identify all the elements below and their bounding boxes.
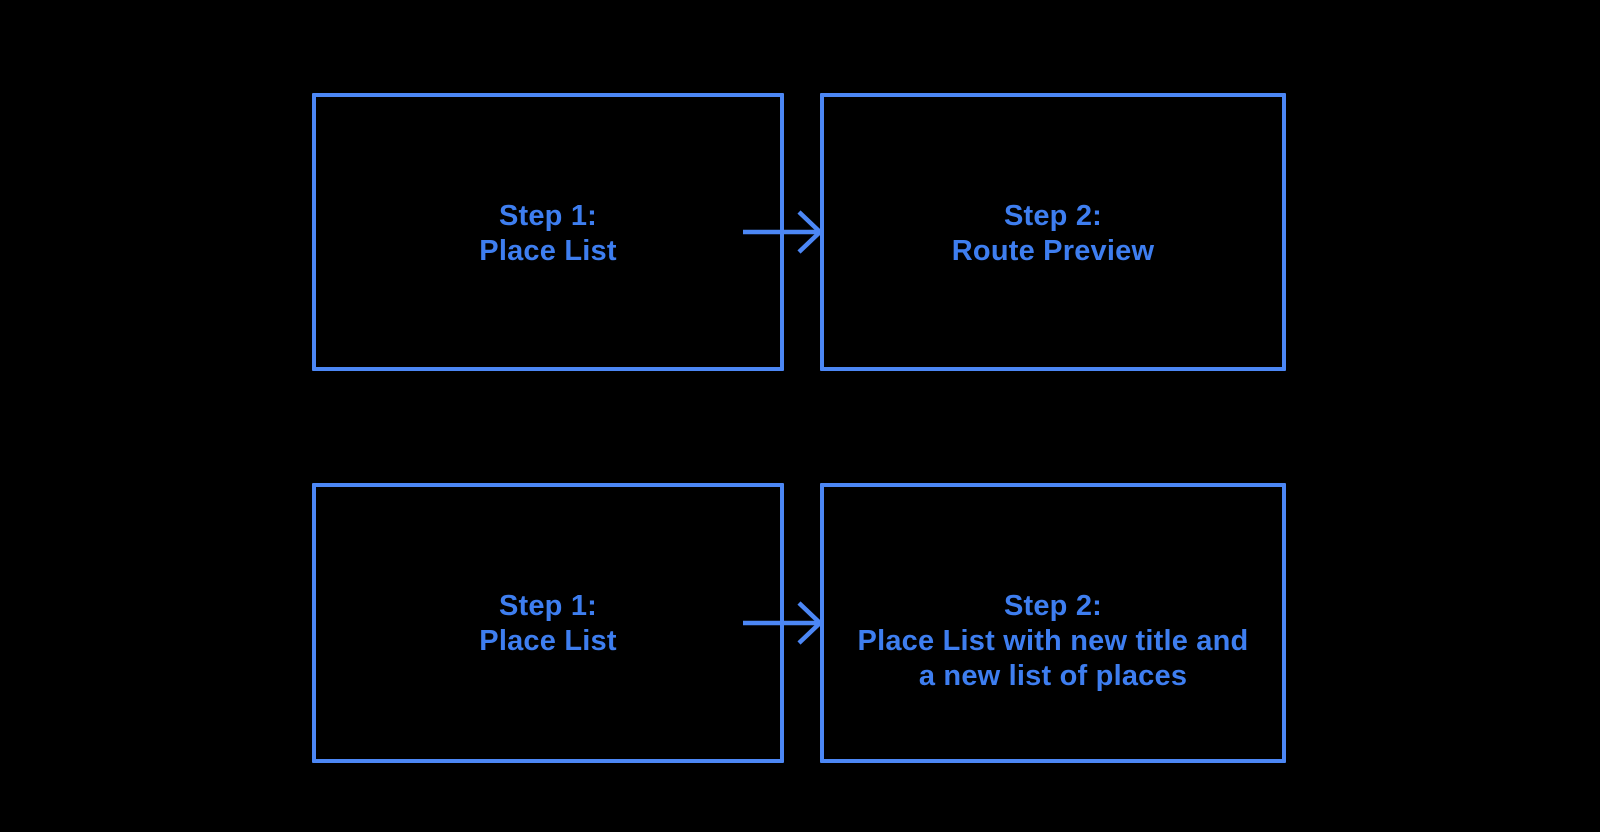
step-label-line: Place List xyxy=(479,625,617,657)
step-box-row2-source: Step 1: Place List xyxy=(312,483,784,763)
step-label-line: Route Preview xyxy=(951,235,1155,267)
arrow-right-icon xyxy=(743,206,825,258)
step-box-content: Step 2: Route Preview xyxy=(824,97,1282,367)
step-label-line: Place List with new title and xyxy=(857,625,1249,657)
step-box-row2-target: Step 2: Place List with new title and a … xyxy=(820,483,1286,763)
step-label-line: Step 1: xyxy=(498,590,598,622)
step-label-line: Step 2: xyxy=(1003,200,1103,232)
step-label-line: Step 2: xyxy=(1003,590,1103,622)
step-box-row1-source: Step 1: Place List xyxy=(312,93,784,371)
step-label-line: Step 1: xyxy=(498,200,598,232)
step-label-line: Place List xyxy=(479,235,617,267)
step-box-content: Step 1: Place List xyxy=(316,97,780,367)
step-label-line: a new list of places xyxy=(918,660,1188,692)
step-box-content: Step 1: Place List xyxy=(316,487,780,759)
step-box-row1-target: Step 2: Route Preview xyxy=(820,93,1286,371)
step-box-content: Step 2: Place List with new title and a … xyxy=(824,487,1282,759)
arrow-right-icon xyxy=(743,597,825,649)
